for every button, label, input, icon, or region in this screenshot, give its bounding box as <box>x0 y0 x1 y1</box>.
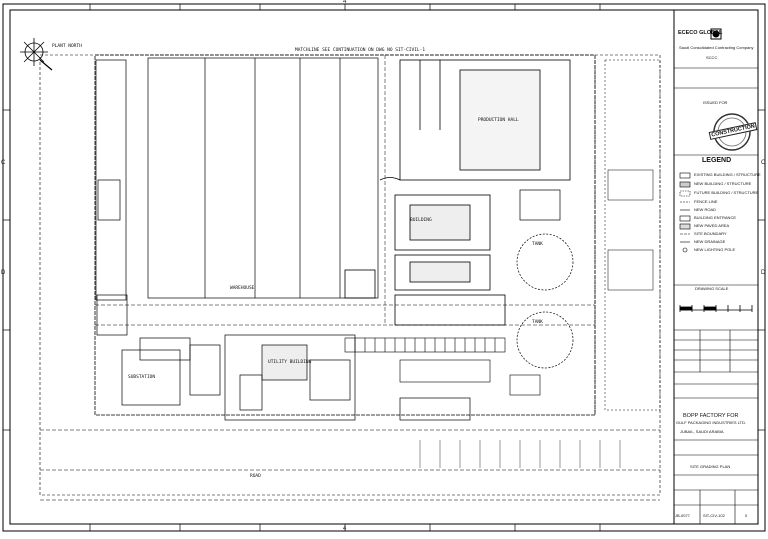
utility-label: UTILITY BUILDING <box>268 360 312 365</box>
legend-item: NEW LIGHTING POLE <box>694 247 736 252</box>
drawing-scale-label: DRAWING SCALE <box>695 286 729 291</box>
inner-border <box>9 9 759 525</box>
logo-mark <box>710 28 722 40</box>
production-building <box>399 59 571 181</box>
pipe-rack <box>344 337 541 396</box>
warehouse-label: WAREHOUSE <box>230 286 255 291</box>
plant-north-label: PLANT NORTH <box>52 44 82 49</box>
right-landscape <box>604 59 661 411</box>
revision: 0 <box>745 513 748 518</box>
grid-letter: D <box>1 270 6 276</box>
outer-border <box>2 3 766 532</box>
grid-ticks <box>3 4 765 531</box>
parking-bays <box>419 440 621 468</box>
road-label: ROAD <box>250 474 261 479</box>
company-sub: SCCC <box>706 55 718 60</box>
legend-item: SITE BOUNDARY <box>694 231 727 236</box>
site-boundary <box>39 54 661 496</box>
matchline-note: MATCHLINE SEE CONTINUATION ON DWG NO SIT… <box>295 48 426 53</box>
north-arrow <box>20 38 53 71</box>
roads <box>40 55 660 501</box>
grid-number: 4 <box>343 0 347 5</box>
grid-number: 4 <box>343 526 347 532</box>
production-label: PRODUCTION HALL <box>478 118 519 123</box>
issued-for-label: ISSUED FOR <box>703 100 728 105</box>
job-number: JB-0077 <box>675 513 690 518</box>
scale-bar <box>679 305 753 312</box>
legend-swatches <box>679 172 691 253</box>
drawing-number: SIT-CIV-102 <box>703 513 725 518</box>
legend-item: EXISTING BUILDING / STRUCTURE <box>694 172 761 177</box>
warehouse-halls <box>147 57 379 299</box>
tank-label: TANK <box>532 242 543 247</box>
construction-stamp: CONSTRUCTION <box>706 112 758 152</box>
grid-letter: D <box>761 270 766 276</box>
legend-item: NEW ROAD <box>694 207 716 212</box>
legend-item: NEW BUILDING / STRUCTURE <box>694 181 752 186</box>
legend-item: NEW DRAINAGE <box>694 239 726 244</box>
left-buildings <box>95 59 191 406</box>
building-label: BUILDING <box>410 218 432 223</box>
process-area <box>344 177 506 326</box>
drawing-title: SITE GRADING PLAN <box>690 464 731 469</box>
substation-label: SUBSTATION <box>128 375 156 380</box>
company-name: Saudi Consolidated Contracting Company <box>679 45 754 50</box>
logo-text: ECECO GLOBAL <box>678 30 723 36</box>
legend-item: FENCE LINE <box>694 199 718 204</box>
tanks <box>516 189 574 369</box>
title-block-lines <box>674 67 758 524</box>
grid-letter: C <box>1 160 6 166</box>
legend-item: BUILDING ENTRANCE <box>694 215 737 220</box>
legend-item: FUTURE BUILDING / STRUCTURE <box>694 190 759 195</box>
tank-label: TANK <box>532 320 543 325</box>
utility-area <box>189 334 471 421</box>
project-title: BOPP FACTORY FOR <box>683 413 739 419</box>
client-name: GULF PACKAGING INDUSTRIES LTD. <box>676 420 747 425</box>
legend-item: NEW PAVED AREA <box>694 223 730 228</box>
legend-title: LEGEND <box>702 157 732 164</box>
grid-letter: C <box>761 160 766 166</box>
location: JUBAIL, SAUDI ARABIA <box>680 429 724 434</box>
